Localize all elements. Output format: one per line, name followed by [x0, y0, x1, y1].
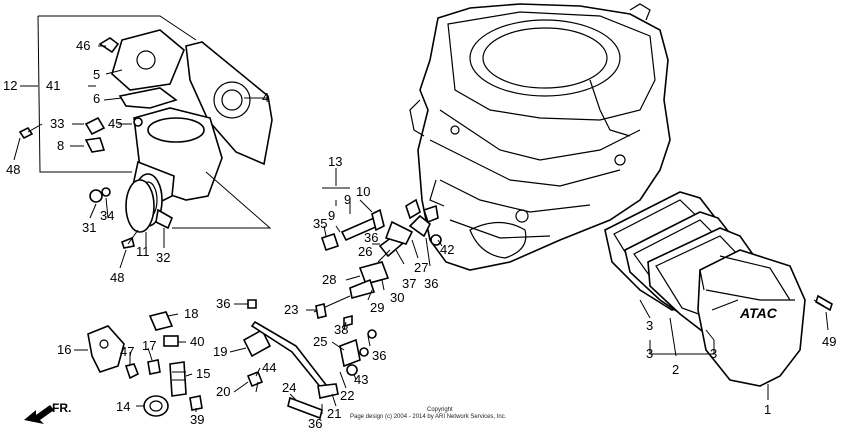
front-arrow-icon — [24, 405, 54, 424]
callout-48-a: 48 — [6, 162, 20, 177]
callout-33: 33 — [50, 116, 64, 131]
callout-12: 12 — [3, 78, 17, 93]
linkage-drawing — [242, 198, 442, 420]
callout-15: 15 — [196, 366, 210, 381]
callout-16: 16 — [57, 342, 71, 357]
callout-37: 37 — [402, 276, 416, 291]
callout-35: 35 — [313, 216, 327, 231]
callout-9-a: 9 — [344, 192, 351, 207]
callout-43: 43 — [354, 372, 368, 387]
callout-13: 13 — [328, 154, 342, 169]
callout-17: 17 — [142, 338, 156, 353]
callout-40: 40 — [190, 334, 204, 349]
callout-10: 10 — [356, 184, 370, 199]
callout-46: 46 — [76, 38, 90, 53]
callout-4: 4 — [262, 90, 269, 105]
callout-47: 47 — [120, 344, 134, 359]
callout-1: 1 — [764, 402, 771, 417]
callout-3-c: 3 — [710, 346, 717, 361]
leader-lines — [13, 15, 829, 414]
callout-29: 29 — [370, 300, 384, 315]
callout-labels: 1 2 3 3 3 4 5 6 8 9 9 10 11 12 13 14 15 … — [3, 38, 836, 431]
callout-24: 24 — [282, 380, 296, 395]
lower-left-parts-drawing — [87, 311, 203, 417]
callout-26: 26 — [358, 244, 372, 259]
callout-21: 21 — [327, 406, 341, 421]
copyright-line-1: Copyright — [427, 407, 453, 413]
callout-19: 19 — [213, 344, 227, 359]
callout-22: 22 — [340, 388, 354, 403]
callout-3-a: 3 — [646, 318, 653, 333]
callout-34: 34 — [100, 208, 114, 223]
front-indicator: FR. — [52, 401, 71, 415]
callout-42: 42 — [440, 242, 454, 257]
callout-11: 11 — [136, 244, 150, 259]
callout-14: 14 — [116, 399, 130, 414]
callout-30: 30 — [390, 290, 404, 305]
callout-49: 49 — [822, 334, 836, 349]
callout-36-b: 36 — [424, 276, 438, 291]
callout-41: 41 — [46, 78, 60, 93]
svg-text:ATAC: ATAC — [739, 305, 778, 321]
cylinder-drawing — [409, 3, 671, 271]
callout-3-b: 3 — [646, 346, 653, 361]
callout-36-e: 36 — [308, 416, 322, 431]
callout-25: 25 — [313, 334, 327, 349]
callout-28: 28 — [322, 272, 336, 287]
callout-32: 32 — [156, 250, 170, 265]
callout-36-a: 36 — [364, 230, 378, 245]
callout-39: 39 — [190, 412, 204, 427]
cover-drawing: ATAC — [697, 249, 806, 387]
callout-9-b: 9 — [328, 208, 335, 223]
callout-20: 20 — [216, 384, 230, 399]
callout-27: 27 — [414, 260, 428, 275]
callout-38: 38 — [334, 322, 348, 337]
bolt-49-drawing — [813, 294, 833, 312]
callout-2: 2 — [672, 362, 679, 377]
callout-23: 23 — [284, 302, 298, 317]
callout-36-d: 36 — [372, 348, 386, 363]
callout-5: 5 — [93, 67, 100, 82]
exhaust-assembly-drawing — [18, 29, 273, 249]
callout-6: 6 — [93, 91, 100, 106]
callout-18: 18 — [184, 306, 198, 321]
copyright-line-2: Page design (c) 2004 - 2014 by ARI Netwo… — [350, 414, 507, 420]
callout-36-c: 36 — [216, 296, 230, 311]
callout-8: 8 — [57, 138, 64, 153]
callout-31: 31 — [82, 220, 96, 235]
callout-45: 45 — [108, 116, 122, 131]
callout-48-b: 48 — [110, 270, 124, 285]
callout-44: 44 — [262, 360, 276, 375]
